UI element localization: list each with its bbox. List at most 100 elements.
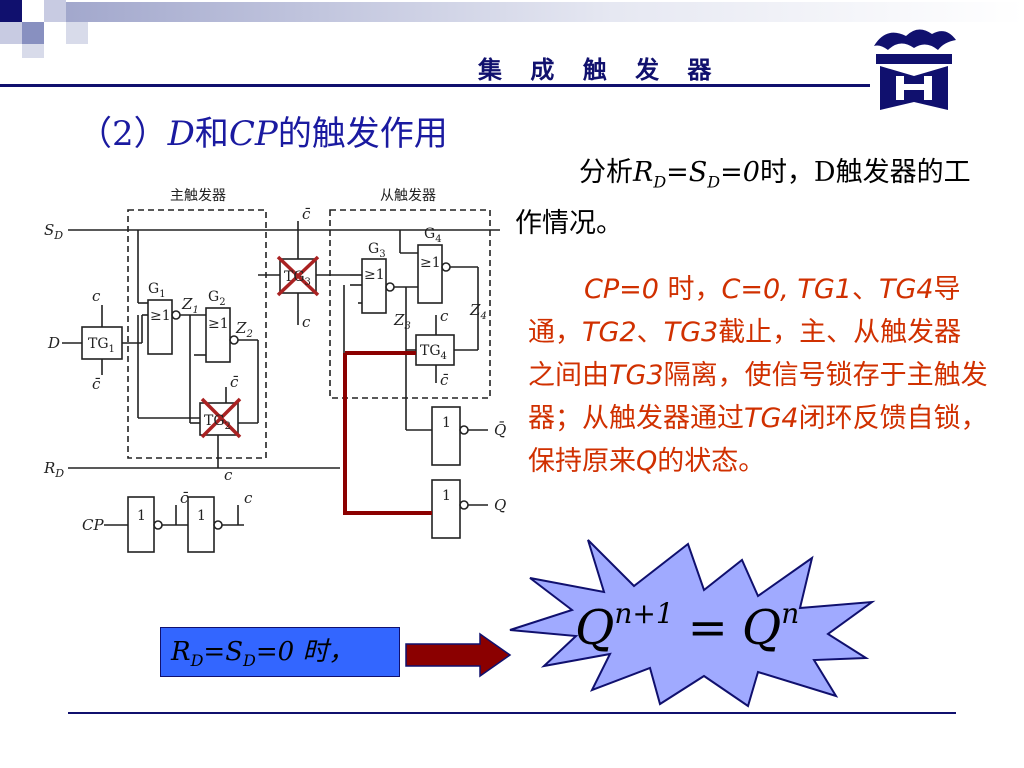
eq-rhs-sup: n — [781, 597, 800, 630]
inv-q-symbol: 1 — [442, 488, 451, 504]
tg3-cross-mark — [276, 255, 320, 297]
cp-inv1-symbol: 1 — [137, 508, 146, 524]
equation: Qn+1=Qn — [575, 597, 800, 656]
g1-label: G1 — [148, 281, 166, 300]
tg4-label: TG4 — [420, 343, 447, 362]
q-label: Q — [494, 496, 506, 514]
g3-symbol: ≥1 — [364, 267, 385, 283]
exp-t3: C=0, TG1 — [721, 274, 852, 305]
g1-symbol: ≥1 — [150, 308, 171, 324]
sd-label: SD — [44, 221, 63, 242]
tg2-cbar-label: c̄ — [230, 373, 239, 391]
heading-and: 和 — [194, 114, 229, 154]
section-heading: （2）D和CP的触发作用 — [78, 106, 448, 155]
tg2-label: TG2 — [204, 413, 231, 432]
master-label: 主触发器 — [170, 188, 226, 204]
inverter-qbar — [431, 406, 461, 466]
highlight-path — [343, 353, 432, 515]
tg3-cbar-label: c̄ — [302, 205, 311, 223]
header-decoration — [0, 0, 1024, 58]
exp-t15: Q — [636, 446, 658, 477]
analysis-s-sub: D — [707, 172, 721, 192]
explanation-text: CP=0 时，C=0, TG1、TG4导通，TG2、TG3截止，主、从触发器之间… — [528, 268, 988, 483]
slave-label: 从触发器 — [380, 188, 436, 204]
circuit-diagram: 主触发器 从触发器 SD RD D CP TG1 TG3 TG2 TG4 G1 … — [43, 188, 506, 553]
starburst-shape — [509, 539, 876, 708]
eq-lhs: Q — [575, 600, 615, 656]
inv-qbar-symbol: 1 — [442, 415, 451, 431]
g4-box — [417, 244, 443, 304]
analysis-text: 分析RD=SD=0时，D触发器的工作情况。 — [515, 152, 985, 245]
cp-c-label: c — [244, 489, 253, 507]
exp-t16: 的状态。 — [657, 446, 766, 477]
cp-inverter-2 — [187, 496, 215, 553]
cond-r: R — [171, 637, 191, 667]
slave-box — [329, 209, 491, 399]
right-arrow-icon — [405, 632, 512, 678]
rd-label: RD — [43, 459, 64, 480]
z3-label: Z3 — [393, 311, 411, 332]
heading-d: D — [167, 114, 195, 154]
g2-label: G2 — [208, 289, 226, 308]
z1-label: Z1 — [181, 295, 199, 316]
exp-t12: 隔离，使信号锁存于主触发器；从触发器通过 — [528, 360, 988, 434]
header-title: 集 成 触 发 器 — [478, 55, 722, 84]
d-label: D — [47, 334, 60, 352]
eq-lhs-sup: n+1 — [614, 597, 674, 630]
footer-divider — [68, 712, 956, 714]
analysis-rest: 时，D触发器的工作情况。 — [515, 157, 971, 240]
analysis-r: R — [633, 157, 654, 188]
z4-label: Z4 — [469, 301, 487, 322]
eq-rhs: Q — [741, 600, 782, 656]
exp-t13: TG4 — [744, 403, 799, 434]
analysis-r-sub: D — [653, 172, 667, 192]
master-box — [127, 209, 267, 459]
exp-t10: 截止，主、从触发器之间由 — [528, 317, 962, 391]
exp-cp0: CP=0 — [584, 274, 659, 305]
cp-cbar-label: c̄ — [180, 489, 189, 507]
exp-t4: 、 — [851, 274, 879, 305]
inverter-q — [431, 479, 461, 539]
tg2-c-label: c — [224, 466, 233, 484]
analysis-eq1: = — [666, 157, 689, 188]
z2-label: Z2 — [235, 319, 253, 340]
cond-eq1: = — [203, 637, 226, 667]
tg2-box — [199, 402, 239, 436]
cond-r-sub: D — [190, 651, 204, 671]
exp-t2: 时， — [658, 274, 722, 305]
tg1-cbar-label: c̄ — [92, 375, 101, 393]
g4-label: G4 — [424, 226, 442, 245]
analysis-s: S — [688, 157, 708, 188]
g3-label: G3 — [368, 241, 386, 260]
qbar-label: Q̄ — [494, 421, 506, 439]
exp-t7: TG2 — [582, 317, 637, 348]
exp-t8: 、 — [636, 317, 664, 348]
cp-inv2-symbol: 1 — [197, 508, 206, 524]
cp-label: CP — [82, 516, 104, 534]
analysis-zero: 0 — [742, 157, 760, 188]
tg1-c-label: c — [92, 287, 101, 305]
exp-t14: 闭环反馈自锁，保持原来 — [528, 403, 988, 477]
heading-cp: CP — [228, 114, 278, 154]
tg1-label: TG1 — [88, 336, 115, 355]
tg3-label: TG3 — [284, 269, 311, 288]
university-logo — [874, 29, 956, 110]
exp-t6: 导通， — [528, 274, 961, 348]
g1-box — [147, 299, 173, 355]
cond-rest: =0 时， — [255, 637, 355, 667]
condition-box: RD=SD=0 时， — [160, 627, 400, 677]
cp-inverter-1 — [127, 496, 155, 553]
tg2-cross-mark — [200, 397, 242, 439]
analysis-eq2: = — [720, 157, 743, 188]
header-divider — [0, 84, 870, 87]
heading-number: （2） — [78, 114, 168, 154]
eq-op: = — [687, 600, 728, 656]
exp-t5: TG4 — [878, 274, 934, 305]
exp-t11: TG3 — [609, 360, 664, 391]
g2-symbol: ≥1 — [208, 316, 229, 332]
exp-t9: TG3 — [663, 317, 719, 348]
g2-box — [205, 307, 231, 363]
cond-s-sub: D — [243, 651, 256, 671]
heading-rest: 的触发作用 — [277, 114, 448, 154]
analysis-lead: 分析 — [579, 157, 633, 188]
